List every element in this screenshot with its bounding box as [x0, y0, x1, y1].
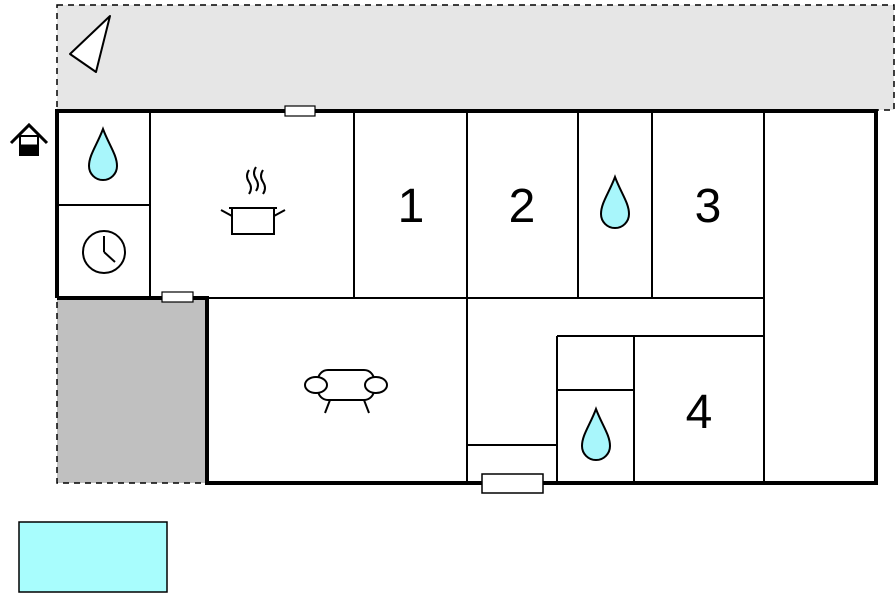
room-number-2: 2	[509, 180, 536, 233]
water-drop-icon	[87, 126, 119, 181]
window	[161, 291, 194, 303]
window	[284, 105, 316, 117]
inner-walls	[57, 111, 765, 483]
pool	[18, 521, 168, 593]
outdoor-area	[56, 297, 208, 484]
window	[481, 473, 544, 494]
sofa-icon	[304, 369, 388, 414]
cooking-pot-icon	[220, 166, 286, 235]
room-number-4: 4	[686, 386, 713, 439]
compass-arrow-icon	[69, 15, 111, 73]
clock-icon	[82, 230, 126, 274]
room-number-1: 1	[398, 180, 425, 233]
terrace-area	[56, 4, 895, 111]
water-drop-icon	[599, 174, 631, 229]
house-entrance-icon	[9, 122, 49, 156]
room-number-3: 3	[695, 180, 722, 233]
water-drop-icon	[580, 406, 612, 461]
